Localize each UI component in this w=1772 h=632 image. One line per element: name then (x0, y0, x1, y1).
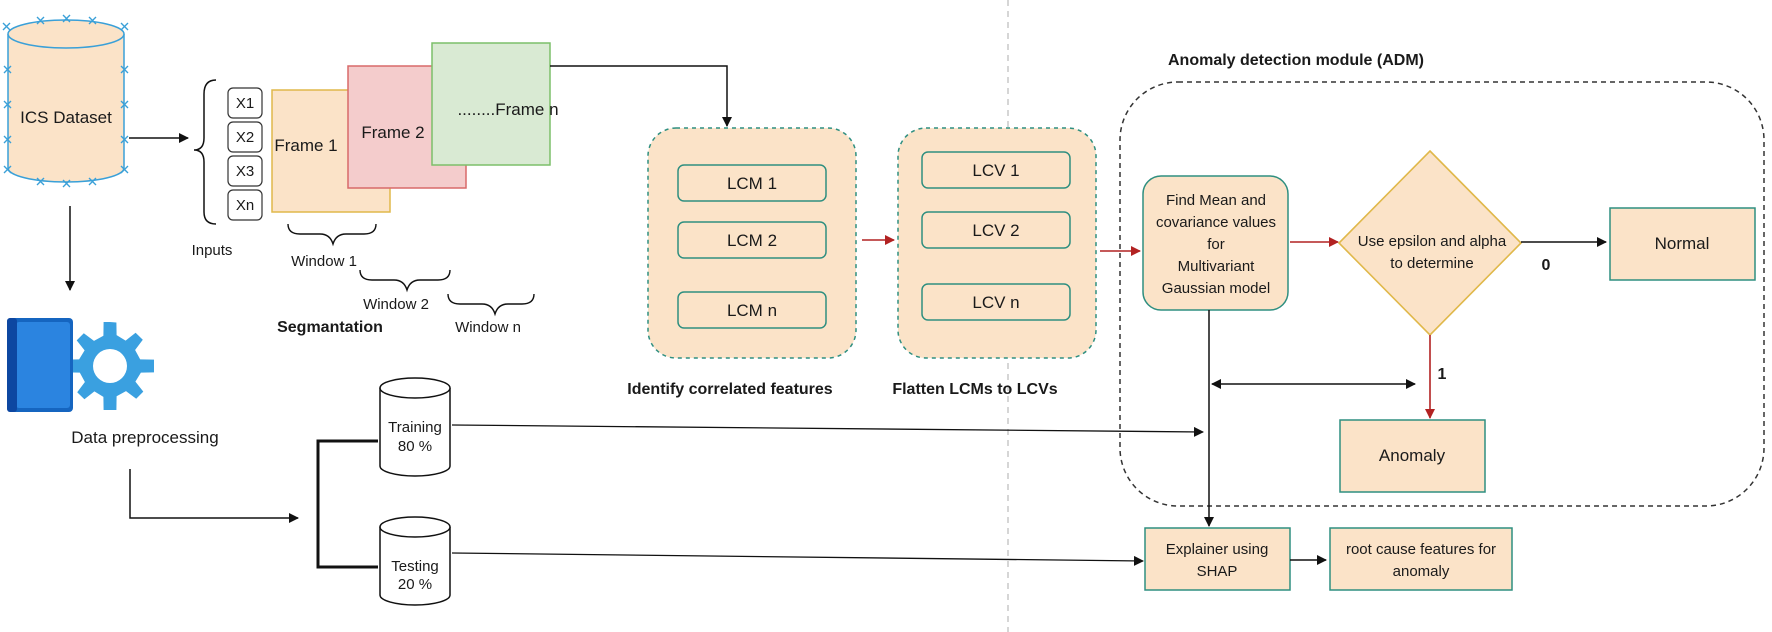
lcm-2-box: LCM 2 (677, 221, 827, 259)
svg-text:LCV 1: LCV 1 (972, 161, 1019, 180)
svg-text:root cause features for: root cause features for (1346, 541, 1496, 558)
testing-cylinder: Testing 20 % (379, 516, 451, 606)
window-1-label: Window 1 (291, 253, 357, 270)
split-bracket (316, 439, 378, 569)
dataset-label: ICS Dataset (20, 108, 112, 127)
svg-text:X2: X2 (236, 129, 254, 146)
svg-text:Frame 2: Frame 2 (361, 123, 424, 142)
lcv-2-box: LCV 2 (921, 211, 1071, 249)
frame-n: ........Frame n (431, 42, 559, 166)
svg-text:Multivariant: Multivariant (1178, 258, 1256, 275)
svg-text:LCV 2: LCV 2 (972, 221, 1019, 240)
svg-text:Explainer using: Explainer using (1166, 541, 1269, 558)
training-cylinder: Training 80 % (379, 377, 451, 477)
branch-label-one: 1 (1438, 366, 1447, 383)
window-n-brace (447, 293, 535, 317)
svg-text:Anomaly: Anomaly (1379, 446, 1446, 465)
lcv-group: LCV 1 LCV 2 LCV n (897, 127, 1097, 359)
svg-text:........Frame n: ........Frame n (457, 100, 558, 119)
input-x2: X2 (227, 121, 263, 153)
mean-covariance-box: Find Mean and covariance values for Mult… (1142, 175, 1289, 311)
svg-text:Gaussian model: Gaussian model (1162, 280, 1270, 297)
lcv-n-box: LCV n (921, 283, 1071, 321)
svg-text:LCM 1: LCM 1 (727, 174, 777, 193)
lcm-n-box: LCM n (677, 291, 827, 329)
svg-text:X3: X3 (236, 163, 254, 180)
root-cause-box: root cause features for anomaly (1329, 527, 1513, 591)
inputs-label: Inputs (192, 242, 233, 259)
decision-diamond: Use epsilon and alpha to determine (1337, 149, 1523, 337)
lcm-1-box: LCM 1 (677, 164, 827, 202)
window-2-brace (359, 269, 451, 293)
input-x3: X3 (227, 155, 263, 187)
adm-title: Anomaly detection module (ADM) (1168, 52, 1424, 69)
lcm-group: LCM 1 LCM 2 LCM n (647, 127, 857, 359)
svg-text:anomaly: anomaly (1393, 563, 1450, 580)
svg-text:Find Mean and: Find Mean and (1166, 192, 1266, 209)
svg-text:Xn: Xn (236, 197, 254, 214)
input-xn: Xn (227, 189, 263, 221)
inputs-brace (193, 79, 217, 225)
svg-text:Training: Training (388, 419, 442, 436)
svg-text:covariance values: covariance values (1156, 214, 1276, 231)
branch-label-zero: 0 (1542, 257, 1551, 274)
svg-text:80 %: 80 % (398, 438, 432, 455)
explainer-shap-box: Explainer using SHAP (1144, 527, 1291, 591)
svg-text:20 %: 20 % (398, 576, 432, 593)
window-n-label: Window n (455, 319, 521, 336)
segmentation-label: Segmantation (277, 319, 383, 336)
lcv-caption: Flatten LCMs to LCVs (892, 381, 1057, 398)
preprocessing-label: Data preprocessing (71, 428, 218, 447)
svg-text:LCM 2: LCM 2 (727, 231, 777, 250)
svg-text:SHAP: SHAP (1197, 563, 1238, 580)
preprocessing-book-gear-icon (7, 318, 154, 412)
input-x1: X1 (227, 87, 263, 119)
anomaly-box: Anomaly (1339, 419, 1486, 493)
svg-text:for: for (1207, 236, 1225, 253)
svg-text:Use epsilon and alpha: Use epsilon and alpha (1358, 233, 1507, 250)
lcm-caption: Identify correlated features (627, 381, 833, 398)
svg-text:Testing: Testing (391, 558, 439, 575)
ics-dataset-cylinder: ICS Dataset (2, 14, 129, 188)
svg-text:Normal: Normal (1655, 234, 1710, 253)
window-1-brace (287, 223, 377, 247)
svg-text:Frame 1: Frame 1 (274, 136, 337, 155)
adm-container (1119, 81, 1765, 507)
frame-2: Frame 2 (347, 65, 467, 189)
window-2-label: Window 2 (363, 296, 429, 313)
svg-text:LCM n: LCM n (727, 301, 777, 320)
svg-text:LCV n: LCV n (972, 293, 1019, 312)
svg-text:to determine: to determine (1390, 255, 1473, 272)
lcv-1-box: LCV 1 (921, 151, 1071, 189)
svg-text:X1: X1 (236, 95, 254, 112)
normal-box: Normal (1609, 207, 1756, 281)
